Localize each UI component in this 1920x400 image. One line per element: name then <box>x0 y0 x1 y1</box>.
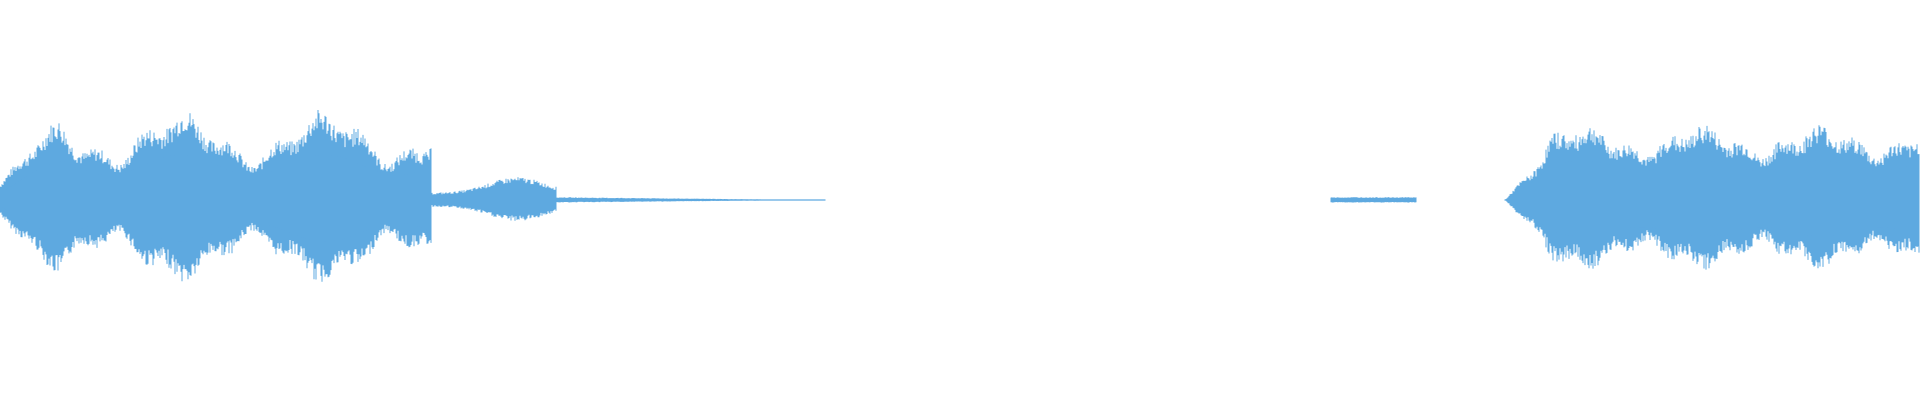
waveform-segment-clip-1-loud <box>0 110 432 282</box>
waveform-segment-clip-1-fade <box>556 197 826 203</box>
waveform-path-clip-2-lead <box>1330 197 1417 203</box>
waveform-path-clip-1-tail <box>431 177 557 221</box>
waveform-segment-clip-2-loud <box>1504 125 1920 270</box>
waveform-body-clip-2-loud <box>1505 160 1919 237</box>
waveform-path-clip-1-fade <box>556 197 826 203</box>
waveform-segment-clip-2-lead <box>1330 197 1417 203</box>
waveform-body-clip-1-loud <box>0 154 430 242</box>
waveform-segment-clip-1-tail <box>431 177 557 221</box>
